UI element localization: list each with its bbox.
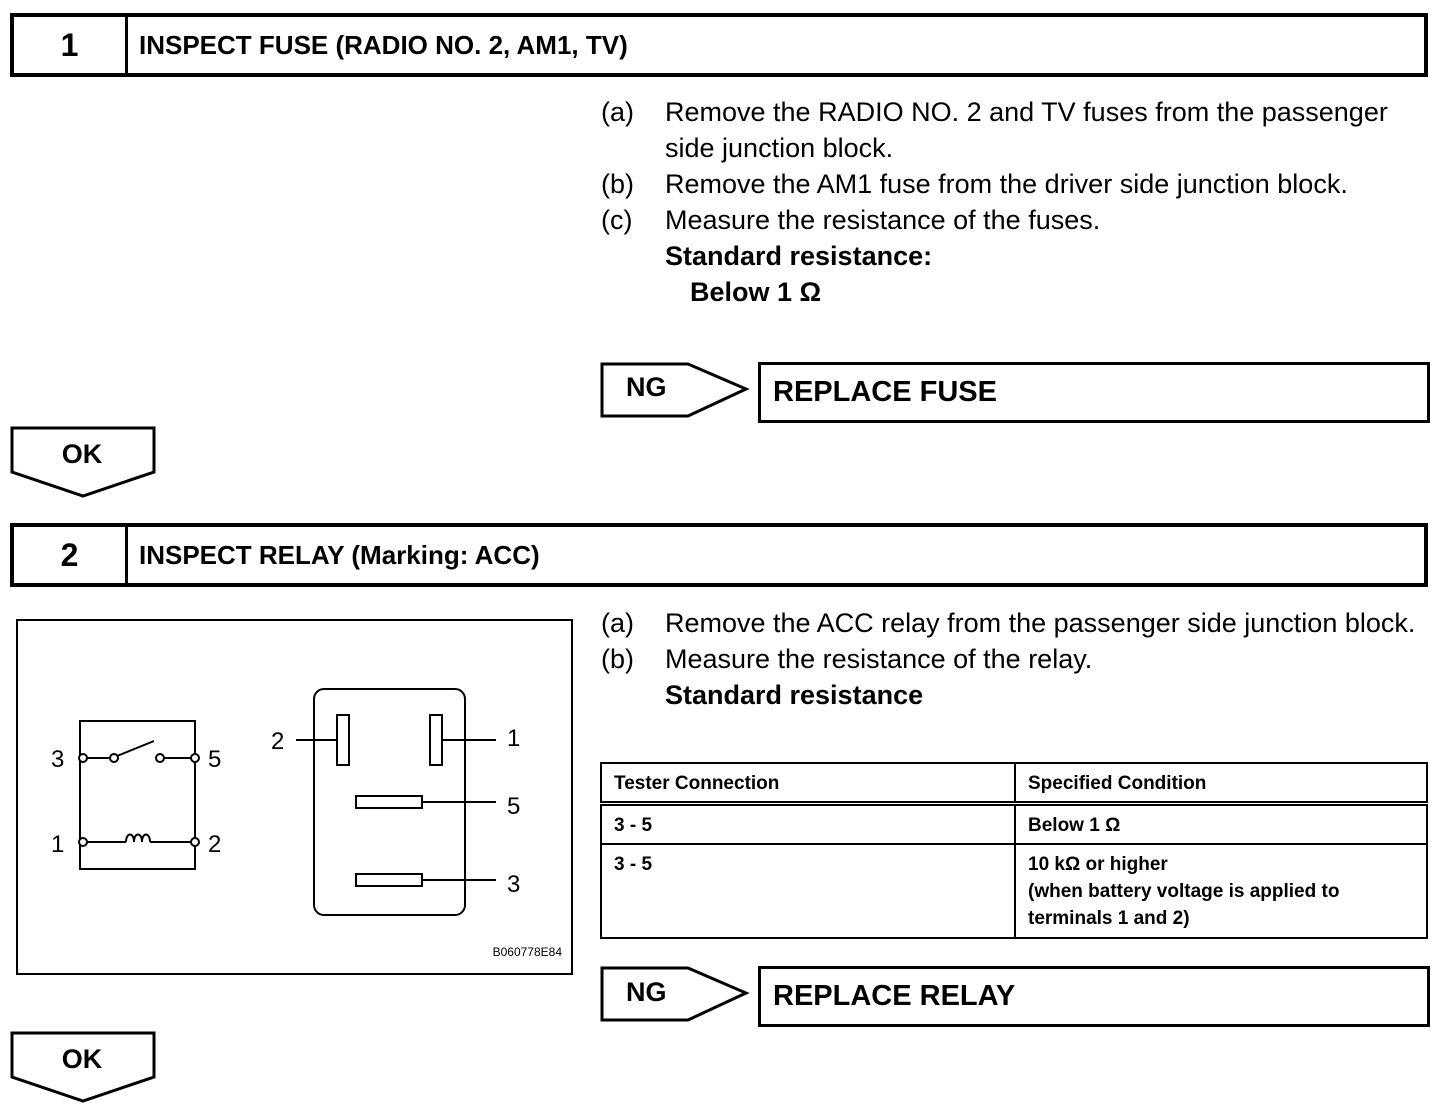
connector-terminal-label: 5 <box>507 793 520 820</box>
connector-terminal-label: 3 <box>507 871 520 898</box>
spec-label: Standard resistance: <box>665 241 933 271</box>
instruction-text: Measure the resistance of the fuses. <box>665 205 1101 235</box>
step-1-instructions: (a) Remove the RADIO NO. 2 and TV fuses … <box>601 94 1431 310</box>
step-number: 1 <box>14 17 128 73</box>
spec-table: Tester Connection Specified Condition 3 … <box>600 762 1428 939</box>
ng-label: NG <box>626 977 667 1007</box>
relay-connector <box>296 688 496 916</box>
schematic-terminal-label: 3 <box>51 746 64 773</box>
table-header: Specified Condition <box>1014 762 1428 806</box>
connector-terminal-label: 2 <box>271 728 284 755</box>
ng-arrow-icon <box>600 966 750 1022</box>
relay-schematic <box>78 720 200 870</box>
step-2-header: 2 INSPECT RELAY (Marking: ACC) <box>10 523 1428 587</box>
table-header: Tester Connection <box>600 762 1016 806</box>
condition-line: 10 kΩ or higher <box>1028 854 1168 875</box>
instruction-item: (b) Measure the resistance of the relay. <box>601 641 1431 677</box>
relay-diagram: 3 5 1 2 2 1 5 3 B060778E84 <box>16 619 573 975</box>
step-number: 2 <box>14 527 128 583</box>
table-cell-connection: 3 - 5 <box>600 843 1016 939</box>
schematic-terminal-label: 2 <box>208 831 221 858</box>
condition-line: (when battery voltage is applied to <box>1028 881 1340 902</box>
step-title: INSPECT RELAY (Marking: ACC) <box>139 539 540 570</box>
instruction-key: (c) <box>601 205 633 235</box>
instruction-item: (a) Remove the RADIO NO. 2 and TV fuses … <box>601 94 1431 166</box>
ok-label: OK <box>61 1044 103 1074</box>
ok-label: OK <box>61 439 103 469</box>
instruction-item: (b) Remove the AM1 fuse from the driver … <box>601 166 1431 202</box>
instruction-text: Remove the RADIO NO. 2 and TV fuses from… <box>665 97 1388 163</box>
instruction-item: (c) Measure the resistance of the fuses. <box>601 202 1431 238</box>
table-header-row: Tester Connection Specified Condition <box>600 762 1428 806</box>
instruction-text: Remove the ACC relay from the passenger … <box>665 608 1416 638</box>
step-1-header: 1 INSPECT FUSE (RADIO NO. 2, AM1, TV) <box>10 13 1428 77</box>
condition-line: terminals 1 and 2) <box>1028 908 1190 929</box>
instruction-key: (b) <box>601 169 634 199</box>
ok-arrow-icon <box>10 1031 156 1103</box>
table-cell-connection: 3 - 5 <box>600 802 1016 845</box>
ng-label: NG <box>626 372 667 402</box>
table-row: 3 - 5 Below 1 Ω <box>600 802 1428 845</box>
replace-fuse-box: REPLACE FUSE <box>758 362 1430 423</box>
instruction-text: Measure the resistance of the relay. <box>665 644 1093 674</box>
table-cell-condition: Below 1 Ω <box>1014 802 1428 845</box>
spec-value: Below 1 Ω <box>690 277 822 307</box>
instruction-item: (a) Remove the ACC relay from the passen… <box>601 605 1431 641</box>
table-cell-condition: 10 kΩ or higher (when battery voltage is… <box>1014 843 1428 939</box>
step-2-instructions: (a) Remove the ACC relay from the passen… <box>601 605 1431 713</box>
instruction-key: (b) <box>601 644 634 674</box>
schematic-terminal-label: 1 <box>51 831 64 858</box>
instruction-key: (a) <box>601 608 634 638</box>
instruction-key: (a) <box>601 97 634 127</box>
ok-arrow-icon <box>10 426 156 498</box>
replace-relay-box: REPLACE RELAY <box>758 966 1430 1027</box>
figure-code: B060778E84 <box>493 945 563 959</box>
table-row: 3 - 5 10 kΩ or higher (when battery volt… <box>600 843 1428 939</box>
ng-arrow-icon <box>600 362 750 418</box>
spec-label: Standard resistance <box>665 680 924 710</box>
step-title: INSPECT FUSE (RADIO NO. 2, AM1, TV) <box>139 29 628 60</box>
schematic-terminal-label: 5 <box>208 746 221 773</box>
instruction-text: Remove the AM1 fuse from the driver side… <box>665 169 1348 199</box>
connector-terminal-label: 1 <box>507 725 520 752</box>
